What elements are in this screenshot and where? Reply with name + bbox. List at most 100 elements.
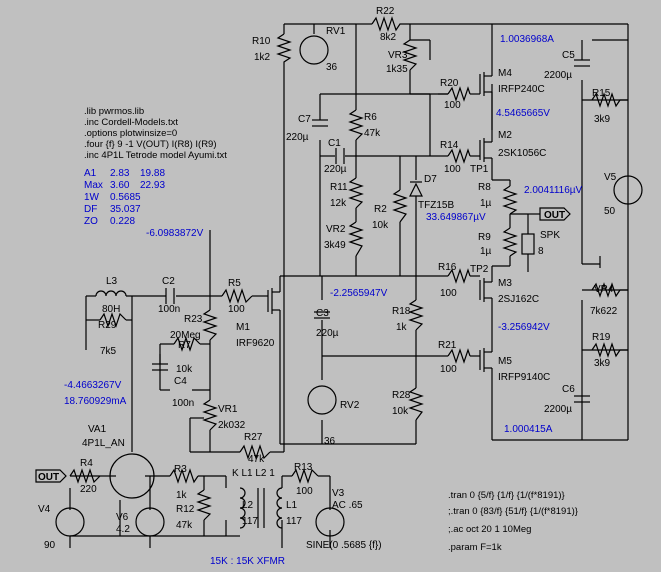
r9-name: R9 [478, 232, 491, 243]
l1-value: 117 [286, 516, 302, 527]
resistor-r12 [196, 489, 212, 521]
r21-name: R21 [438, 340, 457, 351]
resistor-r15 [591, 92, 628, 108]
m2-value: 2SK1056C [498, 148, 546, 159]
vr4-name: VR4 [594, 284, 614, 295]
v6-name: V6 [116, 512, 129, 523]
resistor-r10 [276, 33, 292, 66]
c3-value: 220µ [316, 328, 339, 339]
rv1-value: 36 [326, 62, 338, 73]
c3-name: C3 [316, 308, 329, 319]
resistor-vr2 [348, 221, 364, 257]
resistor-r3 [169, 468, 199, 484]
r14-value: 100 [444, 164, 461, 175]
sim-cmd-1: ;.tran 0 {83/f} {51/f} {1/(f*8191)} [448, 506, 578, 517]
r5-value: 100 [228, 304, 245, 315]
out-flags [35, 207, 571, 483]
inductors [95, 290, 283, 529]
rv2-name: RV2 [340, 400, 360, 411]
r27-name: R27 [244, 432, 263, 443]
tp2-label: TP2 [470, 264, 489, 275]
resistor-r22 [371, 16, 410, 32]
inductor-l3 [95, 290, 127, 297]
r13-value: 100 [296, 486, 313, 497]
probe-m3: -3.256942V [498, 322, 550, 333]
sim-cmd-3: .param F=1k [448, 542, 502, 553]
probe-va1-v: -4.4663267V [64, 380, 122, 391]
r3-name: R3 [174, 464, 187, 475]
probe-m1: -2.2565947V [330, 288, 388, 299]
out-flag-right [539, 207, 571, 221]
c1-name: C1 [328, 138, 341, 149]
v6-value: 4.2 [116, 524, 130, 535]
probe-r20: 1.0036968A [500, 34, 554, 45]
resistor-r8 [502, 185, 518, 215]
r11-name: R11 [330, 182, 348, 193]
source-v5 [613, 175, 643, 205]
m4-name: M4 [498, 68, 512, 79]
r18-name: R18 [392, 306, 411, 317]
r14-name: R14 [440, 140, 459, 151]
d7-name: D7 [424, 174, 437, 185]
c5-name: C5 [562, 50, 575, 61]
meas-label-4: ZO [84, 216, 98, 227]
c5-value: 2200µ [544, 70, 572, 81]
r10-name: R10 [252, 36, 271, 47]
r28-value: 10k [392, 406, 409, 417]
mosfet-m4 [479, 60, 493, 112]
c6-value: 2200µ [544, 404, 572, 415]
m3-name: M3 [498, 278, 512, 289]
l3-name: L3 [106, 276, 118, 287]
r4-name: R4 [80, 458, 93, 469]
source-rv2 [307, 385, 337, 415]
l3-value: 80H [102, 304, 120, 315]
source-rv1 [299, 35, 329, 65]
meas-v2-1: 22.93 [140, 180, 165, 191]
r20-name: R20 [440, 78, 459, 89]
resistor-r6 [348, 109, 364, 141]
va1-name: VA1 [88, 424, 107, 435]
resistor-r16 [447, 268, 471, 284]
r23-name: R23 [184, 314, 203, 325]
diode-d7 [409, 181, 423, 197]
r9-value: 1µ [480, 246, 492, 257]
r7-name: R7 [178, 340, 191, 351]
meas-v1-3: 35.037 [110, 204, 141, 215]
d7-value: TFZ15B [418, 200, 454, 211]
rv2-value: 36 [324, 436, 336, 447]
source-v6 [135, 507, 165, 537]
resistor-vr4 [591, 282, 628, 298]
mosfets [267, 60, 493, 372]
directive-0: .lib pwrmos.lib [84, 106, 144, 117]
m3-value: 2SJ162C [498, 294, 539, 305]
va1-value: 4P1L_AN [82, 438, 125, 449]
meas-v1-2: 0.5685 [110, 192, 141, 203]
inductor-l2 [239, 487, 246, 529]
c2-name: C2 [162, 276, 175, 287]
spk-name: SPK [540, 230, 560, 241]
m5-value: IRFP9140C [498, 372, 550, 383]
vr1-name: VR1 [218, 404, 238, 415]
tube-va1 [109, 453, 155, 499]
rv1-name: RV1 [326, 26, 346, 37]
out-label-right: OUT [544, 210, 565, 221]
m5-name: M5 [498, 356, 512, 367]
labels: .lib pwrmos.lib .inc Cordell-Models.txt … [38, 6, 618, 567]
speaker-spk [521, 233, 535, 255]
r20-value: 100 [444, 100, 461, 111]
tp1-label: TP1 [470, 164, 489, 175]
meas-v1-0: 2.83 [110, 168, 130, 179]
resistor-r7 [173, 336, 201, 352]
resistor-r5 [221, 288, 253, 304]
r28-name: R28 [392, 390, 411, 401]
probe-m5: 1.000415A [504, 424, 553, 435]
resistor-r23 [202, 309, 218, 341]
capacitors [152, 59, 590, 403]
r12-value: 47k [176, 520, 193, 531]
c6-name: C6 [562, 384, 575, 395]
v5-value: 50 [604, 206, 616, 217]
probe-r8: 2.0041116µV [524, 185, 583, 196]
sim-cmd-2: ;.ac oct 20 1 10Meg [448, 524, 531, 535]
